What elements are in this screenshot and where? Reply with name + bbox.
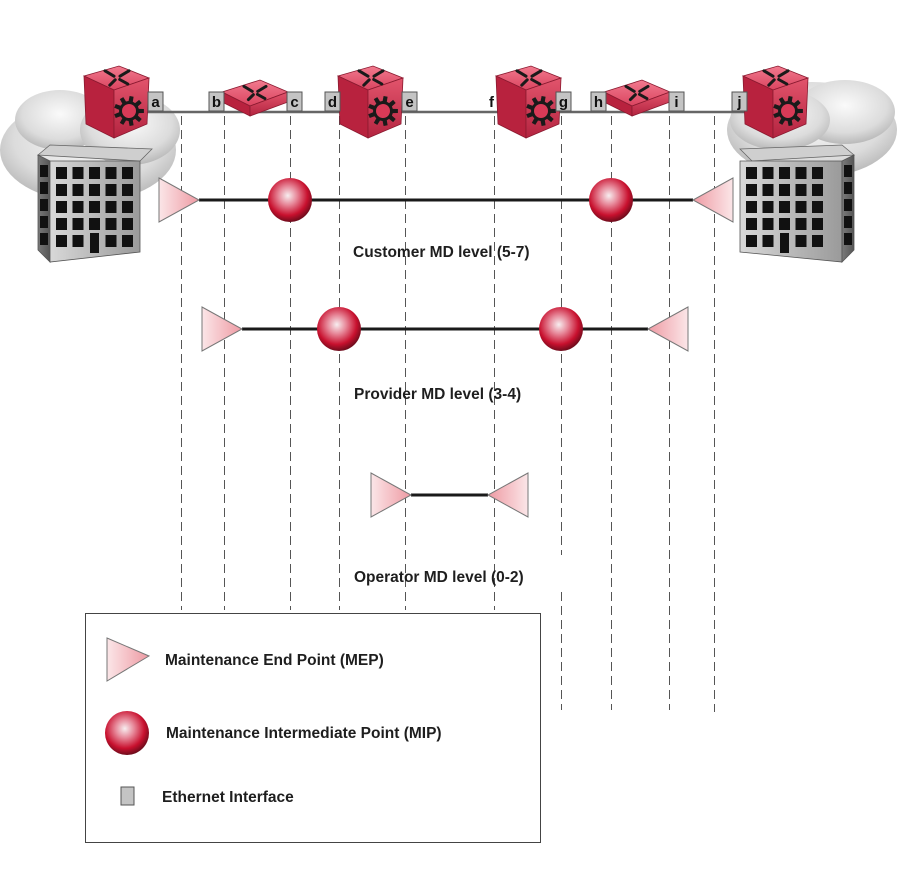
mip-sphere-icon <box>105 711 149 755</box>
switching-arrows-icon <box>242 84 268 102</box>
md-level-customer: Customer MD level (5-7) <box>158 177 734 261</box>
operator-router-1 <box>336 65 405 139</box>
ethernet-interface-j: j <box>731 91 748 112</box>
mip-provider-d <box>317 307 361 351</box>
routing-arrows-icon <box>762 69 790 87</box>
mep-customer-left <box>158 177 201 223</box>
ethernet-interface-a: a <box>147 91 164 112</box>
interface-label-c: c <box>290 94 298 111</box>
interface-label-j: j <box>736 94 741 111</box>
customer-site-left <box>36 144 153 263</box>
legend-label-mep: Maintenance End Point (MEP) <box>165 652 384 669</box>
provider-switch-1 <box>220 79 290 117</box>
mep-provider-right <box>646 306 689 352</box>
customer-site-right <box>739 144 856 263</box>
routing-arrows-icon <box>515 69 543 87</box>
switching-arrows-icon <box>624 84 650 102</box>
mip-customer-h <box>589 178 633 222</box>
mip-customer-c <box>268 178 312 222</box>
md-level-label-operator: Operator MD level (0-2) <box>354 569 524 586</box>
customer-router-left <box>82 65 151 139</box>
legend-label-mip: Maintenance Intermediate Point (MIP) <box>166 725 442 742</box>
routing-arrows-icon <box>103 69 131 87</box>
provider-switch-2 <box>602 79 672 117</box>
ethernet-interface-h: h <box>590 91 607 112</box>
ethernet-interface-f: f <box>489 94 495 111</box>
mep-operator-left <box>370 472 413 518</box>
routing-arrows-icon <box>357 69 385 87</box>
interface-label-h: h <box>594 94 603 111</box>
mip-provider-g <box>539 307 583 351</box>
interface-label-d: d <box>328 94 337 111</box>
ethernet-interface-c: c <box>286 91 303 112</box>
legend-label-ethernet: Ethernet Interface <box>162 789 294 806</box>
mep-provider-left <box>201 306 244 352</box>
interface-label-a: a <box>151 94 160 111</box>
ethernet-interface-e: e <box>401 91 418 112</box>
customer-router-right <box>741 65 810 139</box>
md-level-operator: Operator MD level (0-2) <box>354 472 529 586</box>
interface-label-g: g <box>559 94 568 111</box>
mep-triangle-icon <box>106 637 151 682</box>
interface-label-i: i <box>674 94 678 111</box>
interface-label-e: e <box>405 94 413 111</box>
legend: Maintenance End Point (MEP) Maintenance … <box>85 613 541 843</box>
operator-router-2 <box>494 65 563 139</box>
ethernet-interface-d: d <box>324 91 341 112</box>
ethernet-interface-g: g <box>555 91 572 112</box>
ethernet-interface-b: b <box>208 91 225 112</box>
md-level-label-provider: Provider MD level (3-4) <box>354 386 521 403</box>
interface-label-f: f <box>489 94 495 111</box>
md-level-provider: Provider MD level (3-4) <box>201 306 689 403</box>
ethernet-interface-i: i <box>668 91 685 112</box>
legend-box <box>85 613 541 843</box>
mep-customer-right <box>691 177 734 223</box>
ethernet-interface-icon <box>120 786 135 806</box>
mep-operator-right <box>486 472 529 518</box>
md-level-label-customer: Customer MD level (5-7) <box>353 244 530 261</box>
interface-guide-lines <box>181 116 715 712</box>
interface-label-b: b <box>212 94 221 111</box>
